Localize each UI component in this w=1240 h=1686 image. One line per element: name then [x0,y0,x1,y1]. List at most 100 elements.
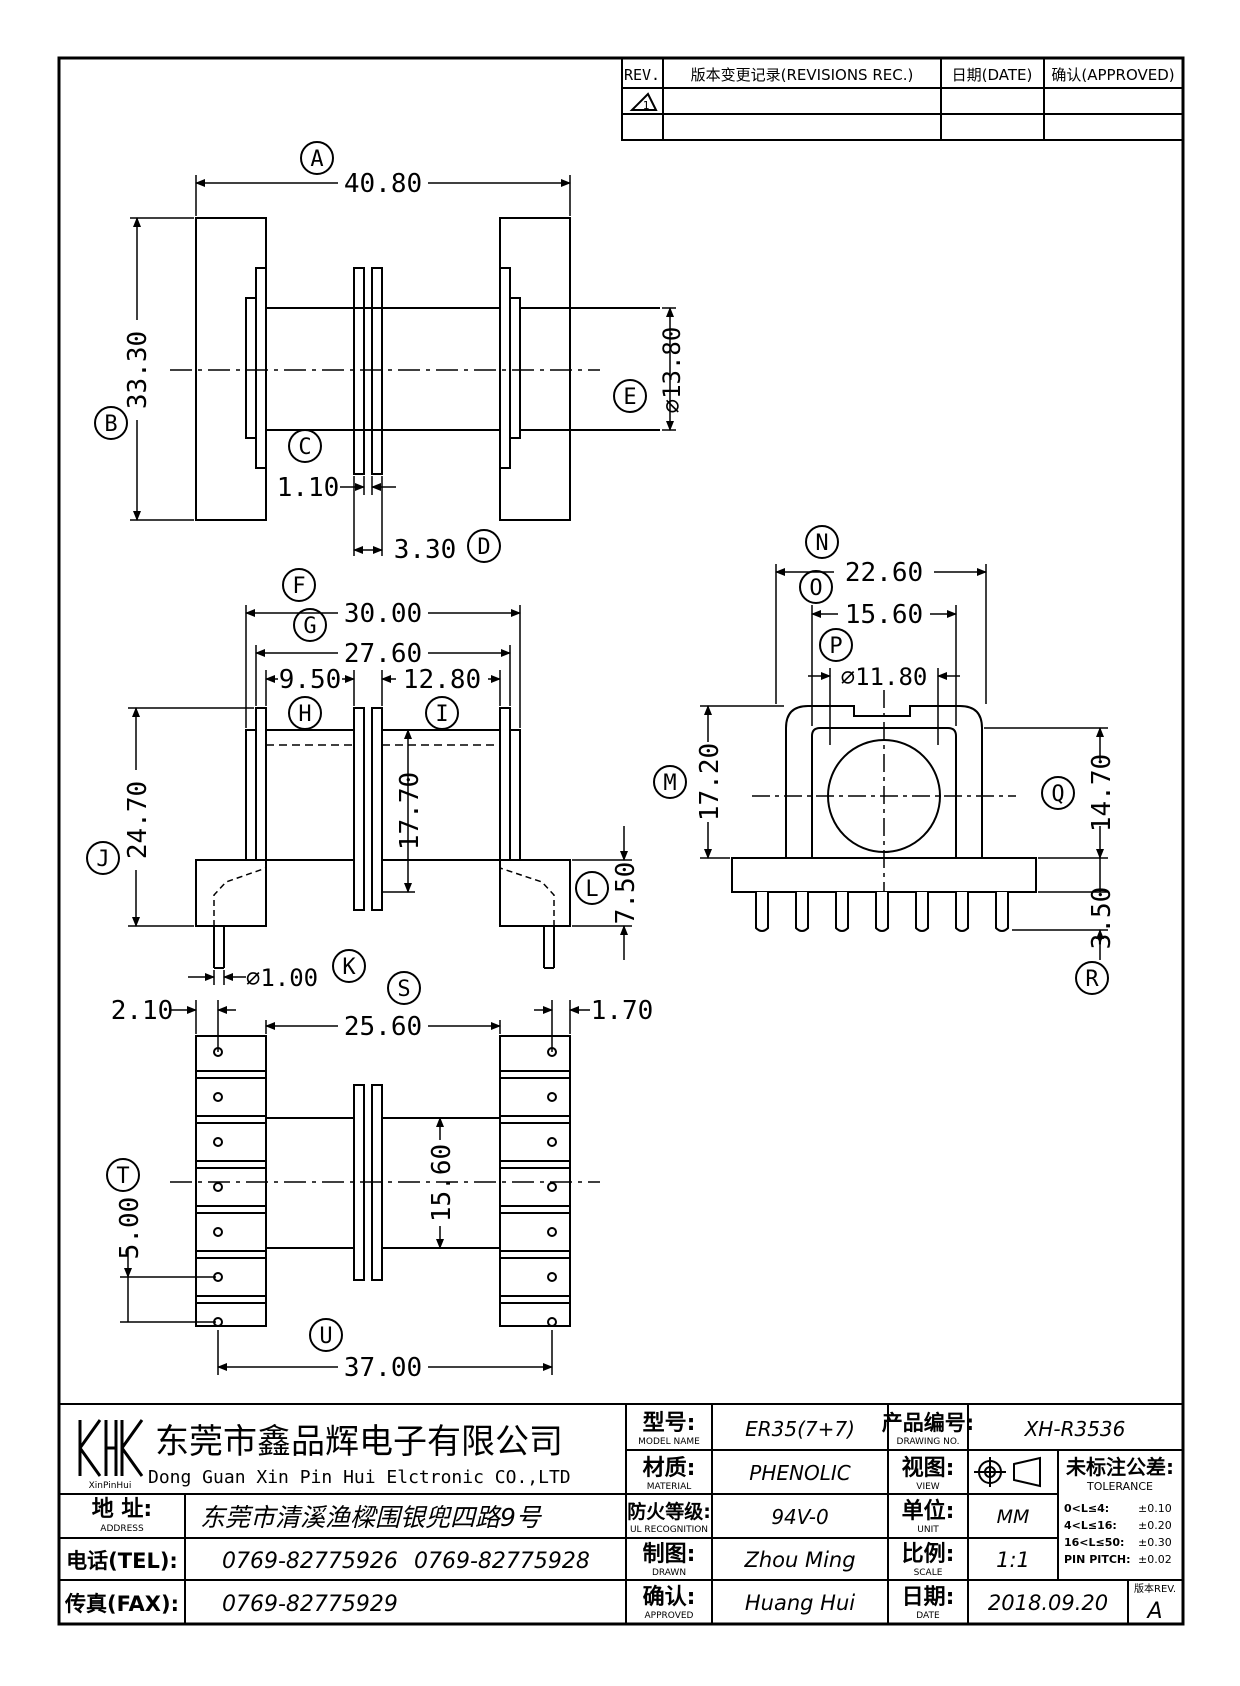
slot-divider [499,1295,571,1304]
dim-d-letter: D [477,535,490,560]
pin-offset-left-value: 2.10 [111,996,174,1026]
dim-q-circle [1041,776,1075,810]
dim-k-letter: K [342,955,356,980]
rev-symbol: 1 [643,99,650,112]
slot-divider [499,1250,571,1259]
pin-hole [213,1137,223,1147]
dim-p-circle [819,628,853,662]
slot-divider [195,1205,267,1214]
material-label: 材质: [643,1456,696,1481]
drawn-sublabel: DRAWN [652,1568,686,1578]
scale-sublabel: SCALE [914,1568,943,1578]
dim-k-circle [332,949,366,983]
material-value: PHENOLIC [749,1461,850,1485]
dim-q-value: 14.70 [1087,754,1117,832]
dim-t-letter: T [116,1164,129,1189]
dim-g-circle [293,608,327,642]
revisions-header: 版本变更记录(REVISIONS REC.) [691,66,914,84]
dim-s-value: 25.60 [344,1012,422,1042]
dim-d-value: 3.30 [394,535,457,565]
date-value: 2018.09.20 [988,1591,1108,1615]
dim-a-circle [300,141,334,175]
dim-h-letter: H [298,702,311,727]
pin-hole [547,1182,557,1192]
dim-o-letter: O [809,576,822,601]
fire-sublabel: UL RECOGNITION [630,1525,708,1535]
company-name-en: Dong Guan Xin Pin Hui Elctronic CO.,LTD [148,1467,571,1488]
dim-p-value: ⌀11.80 [841,663,928,691]
slot-divider [195,1160,267,1169]
fire-label: 防火等级: [627,1500,711,1523]
side-pin [955,892,969,932]
view-sublabel: VIEW [916,1482,939,1492]
drawing-no-label: 产品编号: [882,1411,974,1435]
side-pin [795,892,809,932]
address-value: 东莞市清溪渔樑围银兜四路9号 [200,1503,543,1532]
slot-divider [499,1205,571,1214]
tolerance-range: 0<L≤4: [1064,1502,1109,1515]
material-sublabel: MATERIAL [647,1482,692,1492]
dim-a-letter: A [310,147,323,172]
slot-divider [195,1295,267,1304]
side-view [731,690,1037,900]
fax-label: 传真(FAX): [64,1592,179,1616]
company-logo [78,1419,144,1477]
dim-o-value: 15.60 [845,600,923,630]
dim-b-value: 33.30 [123,331,153,409]
dim-o-circle [799,570,833,604]
front-view [195,707,571,969]
tolerance-range: 4<L≤16: [1064,1519,1117,1532]
dim-c-value: 1.10 [277,473,340,503]
pin-hole [213,1182,223,1192]
approved-label: 确认: [643,1584,696,1610]
dim-l-value: 7.50 [611,862,641,925]
dim-m-circle [653,765,687,799]
unit-sublabel: UNIT [917,1525,939,1535]
side-pin [755,892,769,932]
dim-i-circle [425,696,459,730]
slot-divider [195,1070,267,1079]
dim-q-letter: Q [1051,782,1064,807]
pin-hole [213,1227,223,1237]
dim-u-circle [309,1318,343,1352]
inner-width-bottom-value: 15.60 [427,1144,457,1222]
dim-r-letter: R [1085,967,1099,992]
approved-header: 确认(APPROVED) [1051,66,1174,84]
rev-value: A [1145,1599,1162,1624]
tolerance-value: ±0.20 [1138,1519,1172,1532]
dim-f-letter: F [292,574,305,599]
tolerance-range: 16<L≤50: [1064,1536,1124,1549]
side-pin [995,892,1009,932]
side-pin [915,892,929,932]
dim-b-letter: B [104,412,117,437]
date-sublabel: DATE [916,1611,940,1621]
inner-height-value: 17.70 [395,772,425,850]
dim-i-value: 12.80 [403,665,481,695]
pin-hole [547,1137,557,1147]
fax-value: 0769-82775929 [222,1592,398,1617]
unit-label: 单位: [902,1498,955,1524]
dim-d-circle [467,529,501,563]
dim-n-circle [805,525,839,559]
bottom-view [170,1035,600,1327]
tel-value-2: 0769-82775928 [414,1549,590,1574]
dim-f-circle [282,568,316,602]
dim-b-circle [94,406,128,440]
dim-s-letter: S [397,977,410,1002]
tolerance-value: ±0.10 [1138,1502,1172,1515]
slot-divider [195,1115,267,1124]
drawn-value: Zhou Ming [743,1548,855,1572]
dim-n-letter: N [815,531,828,556]
drawing-no-sublabel: DRAWING NO. [897,1437,960,1447]
dim-h-circle [288,696,322,730]
model-value: ER35(7+7) [745,1417,855,1441]
pin-slots [195,1047,571,1327]
tel-value-1: 0769-82775926 [222,1549,398,1574]
address-sublabel: ADDRESS [100,1524,144,1534]
scale-label: 比例: [902,1542,955,1567]
company-name-cn: 东莞市鑫品辉电子有限公司 [155,1422,563,1462]
dim-h-value: 9.50 [279,665,342,695]
unit-value: MM [997,1506,1030,1528]
dim-g-letter: G [303,614,316,639]
